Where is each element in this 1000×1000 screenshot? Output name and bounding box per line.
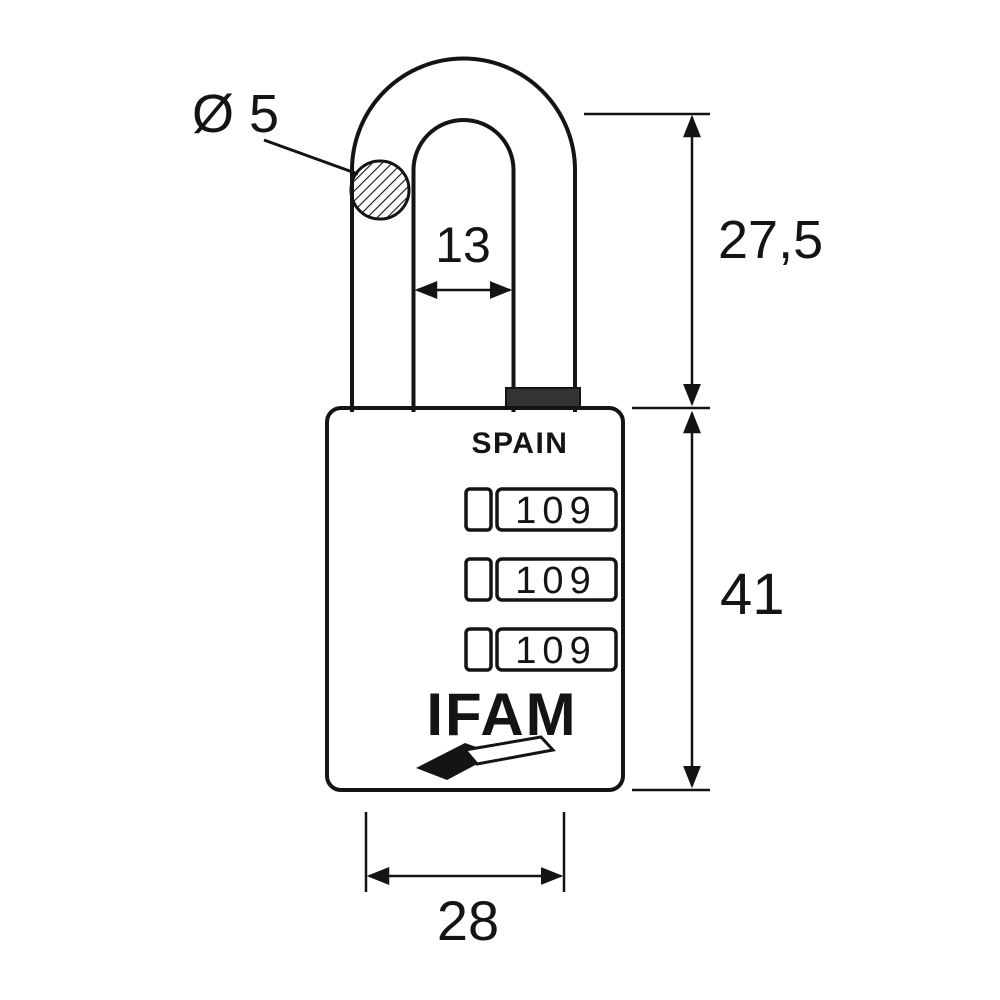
dial-row-1: 109 <box>464 487 618 532</box>
dial-grip-1 <box>464 487 493 532</box>
brand-label: IFAM <box>426 681 577 748</box>
dial-window-3 <box>495 627 618 672</box>
dial-window-1 <box>495 487 618 532</box>
dial-digits-3: 109 <box>515 630 596 672</box>
brand-logo: IFAM <box>416 681 577 780</box>
diameter-leader-line <box>263 138 359 176</box>
dimension-body-height: 41 <box>632 410 785 792</box>
shackle-cross-section: Ø 5 <box>192 84 411 221</box>
dial-window-2 <box>495 557 618 602</box>
brand-logo-swoosh <box>416 735 556 780</box>
dimension-body-width: 28 <box>364 812 566 952</box>
shackle-outline <box>350 56 581 412</box>
body-outline <box>325 406 625 792</box>
dial-row-2: 109 <box>464 557 618 602</box>
shackle-ferrule <box>505 387 581 410</box>
dial-digits-2: 109 <box>515 560 596 602</box>
shackle-cross-section-circle <box>349 159 411 221</box>
shackle-outer-path <box>350 56 577 412</box>
dial-grip-3 <box>464 627 493 672</box>
dimension-shackle-inner-width: 13 <box>414 217 513 299</box>
shackle-diameter-label: Ø 5 <box>192 84 279 144</box>
shackle-inner-path <box>411 118 516 412</box>
dim-label-28: 28 <box>437 889 499 952</box>
dial-grip-2 <box>464 557 493 602</box>
dim-label-27-5: 27,5 <box>718 210 823 270</box>
dimension-shackle-height: 27,5 <box>584 112 823 410</box>
padlock-body: SPAIN 109 109 109 IFAM <box>325 406 625 792</box>
dial-digits-1: 109 <box>515 490 596 532</box>
origin-label: SPAIN <box>472 427 569 460</box>
dim-label-13: 13 <box>435 217 491 273</box>
dial-row-3: 109 <box>464 627 618 672</box>
dim-label-41: 41 <box>720 562 785 627</box>
swoosh-light-flag <box>462 735 556 766</box>
